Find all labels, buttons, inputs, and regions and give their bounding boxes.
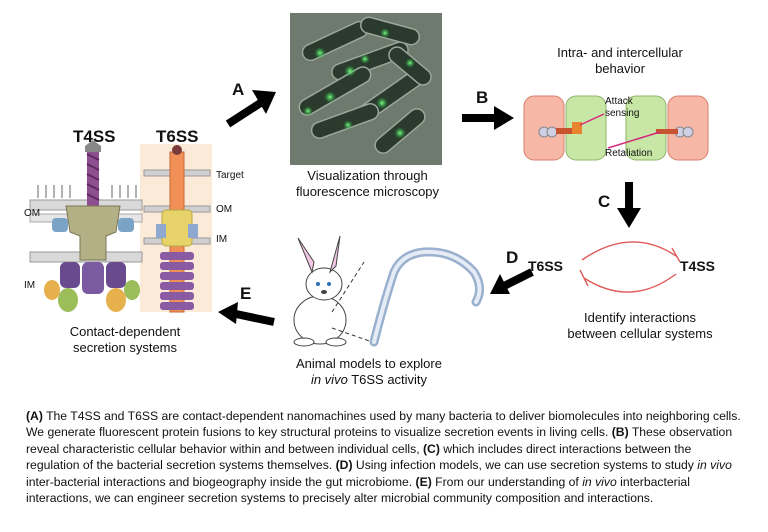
animal-caption-line1: Animal models to explore [296, 356, 442, 371]
caption-d-tag: (D) [335, 458, 353, 473]
animal-caption-rest: T6SS activity [347, 372, 428, 387]
t6ss-title: T6SS [156, 127, 199, 146]
target-label: Target [216, 170, 244, 181]
animal-model-illustration [293, 235, 484, 347]
behavior-caption: Intra- and intercellular behavior [557, 45, 683, 76]
retaliation-label: Retaliation [605, 148, 653, 159]
caption-c-text: which includes direct interactions betwe… [26, 441, 692, 473]
inhibition-interaction-diagram [579, 241, 681, 293]
caption-e-text2: interbacterial interactions, we can engi… [26, 474, 690, 506]
attack-sensing-label: Attack sensing [605, 96, 640, 119]
t4ss-node: T4SS [680, 258, 716, 274]
arrow-b [462, 106, 514, 130]
fluorescence-microscopy-image [290, 13, 442, 165]
om-label-right: OM [216, 204, 233, 215]
im-label-right: IM [216, 234, 228, 245]
caption-e-italic: in vivo [582, 474, 617, 489]
contact-dependent-caption: Contact-dependent secretion systems [69, 324, 181, 355]
caption-c-tag: (C) [422, 441, 440, 456]
arrow-e [218, 302, 275, 326]
microscopy-caption: Visualization through fluorescence micro… [295, 168, 440, 199]
animal-caption-line2: in vivo T6SS activity [264, 372, 474, 388]
cell-behavior-illustration [523, 95, 709, 161]
figure-caption: (A) The T4SS and T6SS are contact-depend… [26, 408, 746, 506]
t6ss-node: T6SS [528, 258, 564, 274]
arrow-d [490, 268, 534, 294]
caption-a-text: The T4SS and T6SS are contact-dependent … [26, 409, 741, 440]
arrow-d-label: D [506, 248, 519, 267]
caption-b-tag: (B) [611, 425, 629, 440]
animal-caption-italic: in vivo [310, 372, 348, 387]
secretion-systems-illustration [29, 140, 212, 313]
caption-e-text: From our understanding of [431, 474, 583, 489]
t4ss-title: T4SS [73, 127, 116, 146]
caption-e-tag: (E) [415, 474, 432, 489]
caption-d-text: Using infection models, we can use secre… [352, 458, 698, 473]
om-label-left: OM [24, 208, 41, 219]
arrow-a [225, 90, 276, 128]
im-label-left: IM [24, 280, 36, 291]
caption-b-text: These observation reveal characteristic … [26, 425, 733, 456]
caption-d-text2: inter-bacterial interactions and biogeog… [26, 474, 416, 489]
caption-d-italic: in vivo [697, 458, 732, 473]
arrow-c-label: C [598, 192, 611, 211]
arrow-b-label: B [476, 88, 489, 107]
arrow-a-label: A [232, 80, 245, 99]
interactions-caption: Identify interactions between cellular s… [567, 310, 713, 341]
arrow-e-label: E [240, 284, 252, 303]
caption-a-tag: (A) [26, 409, 43, 423]
animal-models-caption: Animal models to explore in vivo T6SS ac… [264, 356, 474, 388]
arrow-c [617, 182, 641, 228]
